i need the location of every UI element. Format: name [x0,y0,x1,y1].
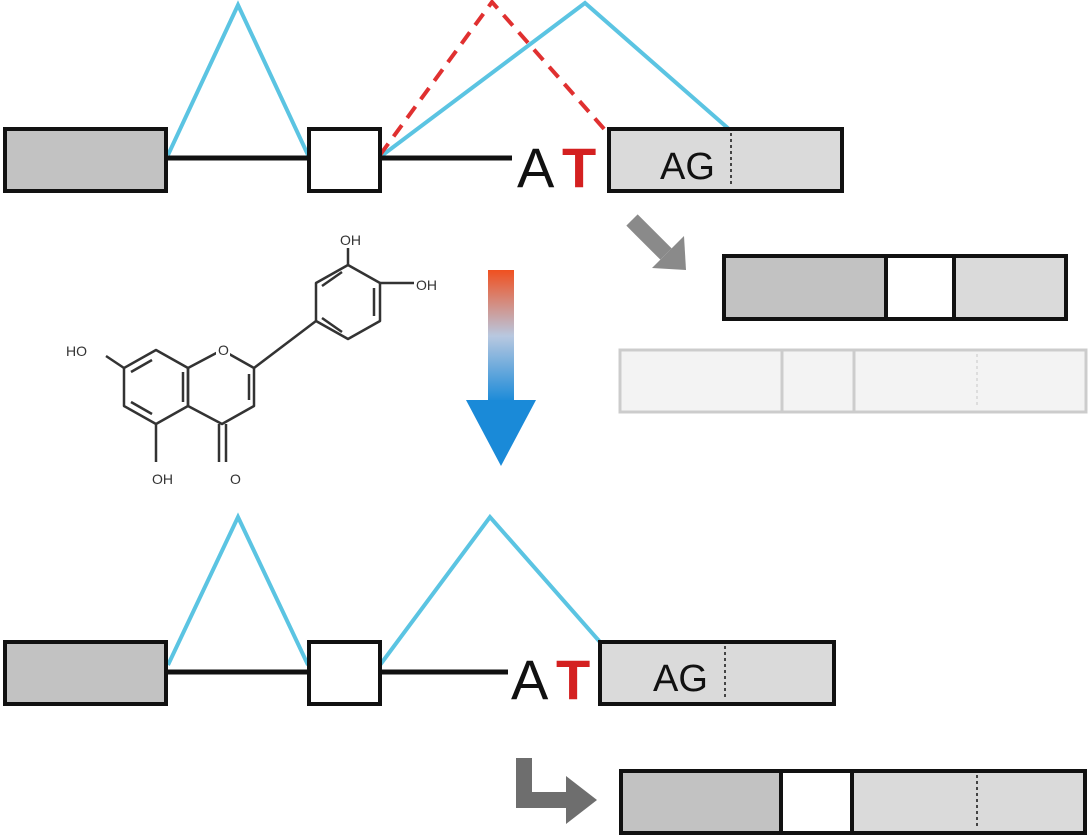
bottom-product [619,769,1087,835]
top-exon-3-label: AG [660,146,715,188]
bottom-seq-base-t-mutant: T [556,648,590,711]
ring-b [314,263,382,341]
molecule-labels: OH OH HO O OH O [66,232,437,487]
bottom-exon-2 [307,640,382,706]
top-alt-splice-dashed [378,0,607,157]
top-gene: A T AG [3,0,844,199]
bottom-splice-line-2 [378,513,602,667]
top-exon-3 [607,127,844,193]
top-seq-base-t-mutant: T [562,136,596,199]
top-splice-line-1 [166,0,310,156]
luteolin-molecule [105,248,414,462]
bottom-seq-base-a: A [511,648,549,711]
ring-c [186,348,256,426]
label-ho-7: HO [66,343,87,359]
top-product-faded [618,348,1088,414]
label-ketone-oxygen: O [230,471,241,487]
ring-a [122,348,190,426]
label-ring-oxygen: O [218,342,229,358]
label-oh-5: OH [152,471,173,487]
top-splice-line-2 [378,0,732,159]
top-seq-base-a: A [517,136,555,199]
label-oh-3prime: OH [340,232,361,248]
bottom-exon-1 [3,640,168,706]
bottom-splice-line-1 [166,512,310,666]
bottom-exon-3-label: AG [653,658,708,700]
treatment-arrow [466,270,536,466]
bottom-product-arrow [516,758,597,824]
top-products-arrow [626,214,686,270]
top-exon-1 [3,127,168,193]
top-product-included [722,254,1068,321]
bottom-gene: A T AG [3,512,836,711]
ring-oxygen-mask [216,340,230,358]
top-exon-2 [307,127,382,193]
label-oh-4prime: OH [416,277,437,293]
bottom-exon-3 [598,640,836,706]
